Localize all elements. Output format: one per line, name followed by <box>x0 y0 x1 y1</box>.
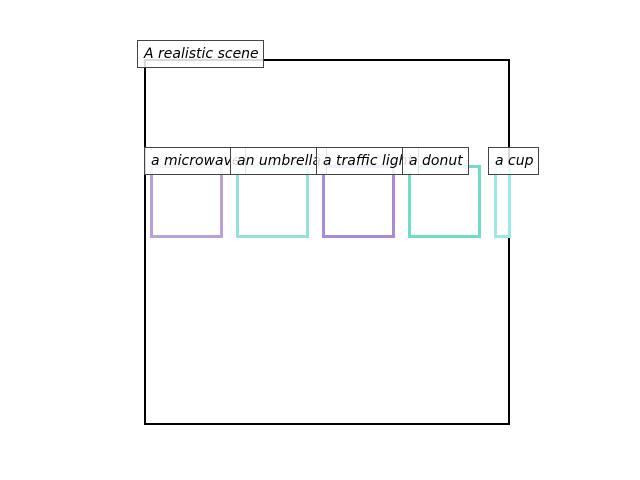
object-box-umbrella <box>236 165 309 238</box>
object-label-cup: a cup <box>488 147 539 175</box>
object-label-donut: a donut <box>402 147 469 175</box>
object-label-traffic-light: a traffic light <box>316 147 419 175</box>
scene-title: A realistic scene <box>137 40 264 68</box>
object-box-microwave <box>150 165 223 238</box>
object-box-traffic-light <box>322 165 395 238</box>
scene-frame <box>144 59 510 425</box>
object-label-umbrella: an umbrella <box>230 147 327 175</box>
object-box-cup <box>494 165 511 238</box>
object-label-microwave: a microwave <box>144 147 246 175</box>
object-box-donut <box>408 165 481 238</box>
